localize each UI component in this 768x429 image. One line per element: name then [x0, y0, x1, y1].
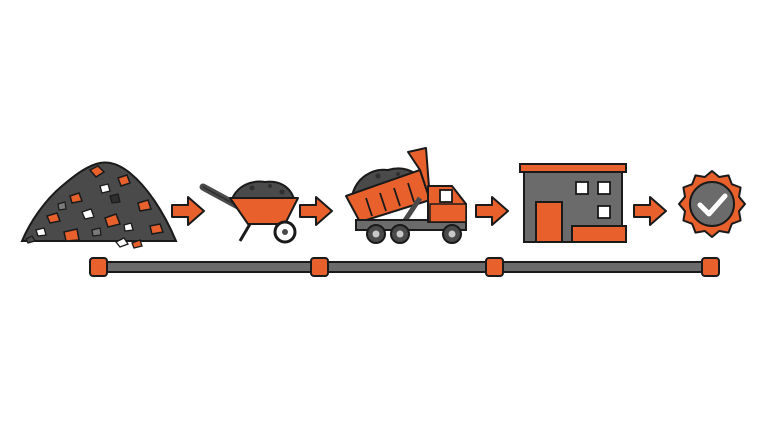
- arrow-right-icon: [475, 196, 509, 226]
- arrow-right-icon: [633, 196, 667, 226]
- wheelbarrow-icon: [199, 180, 299, 244]
- timeline-marker: [485, 257, 504, 277]
- checkmark-icon: [697, 193, 728, 217]
- dump-truck-icon: [345, 147, 467, 244]
- recycling-facility-icon: [519, 163, 627, 243]
- rubble-pile-icon: [20, 161, 178, 249]
- timeline-marker: [310, 257, 329, 277]
- arrow-right-icon: [171, 196, 205, 226]
- arrow-right-icon: [299, 196, 333, 226]
- approved-badge-icon: [678, 170, 746, 238]
- timeline-marker: [89, 257, 108, 277]
- timeline: [89, 257, 720, 277]
- timeline-marker: [701, 257, 720, 277]
